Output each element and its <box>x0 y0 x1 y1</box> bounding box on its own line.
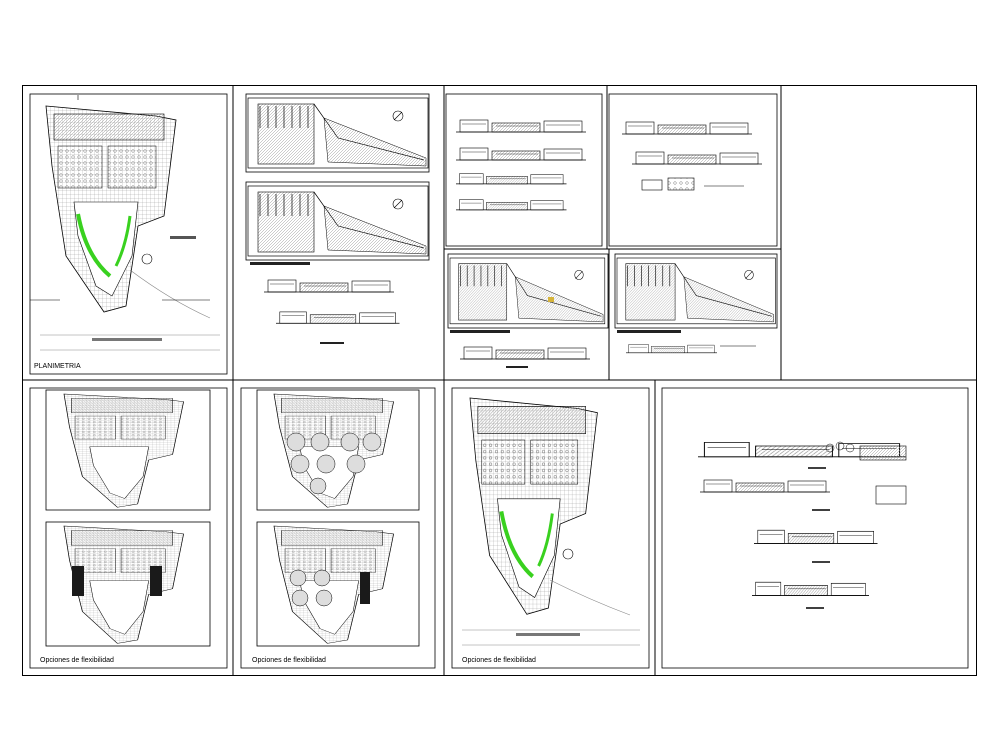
plan-title-label: PLANIMETRIA <box>34 363 81 370</box>
flexibility-options-label-1: Opciones de flexibilidad <box>40 657 114 664</box>
flexibility-options-label-2: Opciones de flexibilidad <box>252 657 326 664</box>
flexibility-options-label-3: Opciones de flexibilidad <box>462 657 536 664</box>
